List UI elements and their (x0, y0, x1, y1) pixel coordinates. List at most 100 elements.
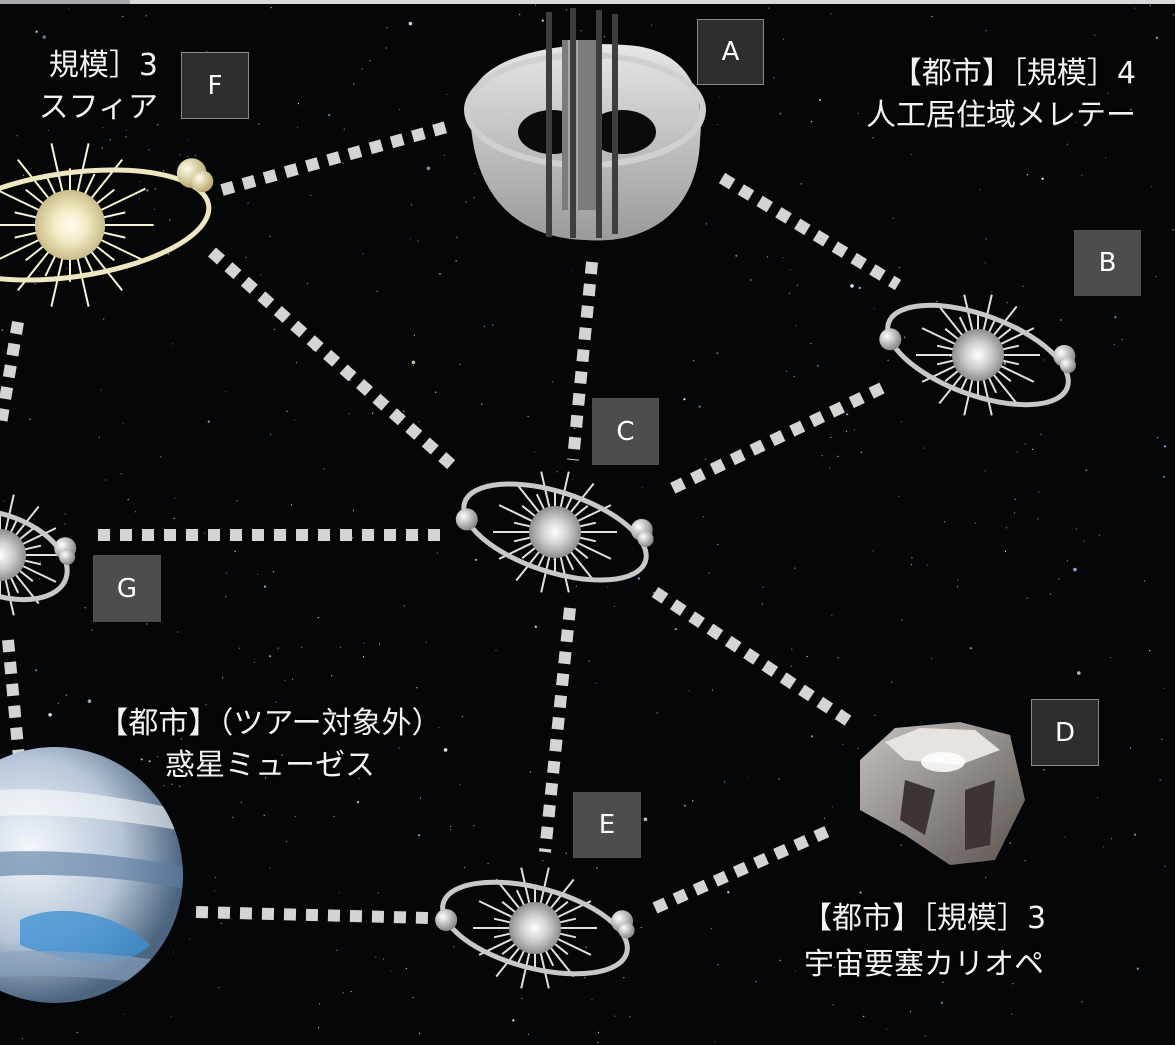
star (418, 421, 420, 423)
star (541, 19, 544, 22)
star (857, 112, 860, 114)
star (942, 981, 944, 984)
star (245, 256, 247, 258)
node-tag-c[interactable]: C (592, 398, 659, 465)
star (361, 68, 363, 70)
star (533, 451, 536, 453)
star (352, 510, 354, 512)
star (892, 217, 895, 219)
star (637, 577, 640, 580)
star-system-g[interactable] (0, 493, 79, 616)
star (222, 677, 224, 679)
star (464, 867, 466, 869)
label-station-f-line2: スフィア (38, 89, 158, 125)
star (96, 60, 99, 63)
star (438, 272, 442, 275)
star (156, 755, 159, 758)
star (779, 112, 782, 115)
star (48, 713, 52, 717)
star (796, 284, 799, 286)
star (874, 714, 876, 717)
star (453, 946, 455, 948)
star (487, 862, 489, 865)
star (218, 987, 220, 989)
star (273, 772, 275, 774)
star (886, 1028, 888, 1030)
star (958, 115, 961, 117)
star (651, 24, 653, 26)
label-station-a-line1: 【都市】［規模］4 (891, 56, 1136, 91)
star (64, 523, 66, 525)
star (873, 308, 876, 310)
star (66, 267, 68, 269)
star (830, 436, 832, 439)
star (205, 703, 207, 706)
star (242, 757, 244, 760)
star (333, 815, 335, 818)
label-station-f: 規模］3 スフィア (0, 47, 158, 126)
star (818, 98, 822, 102)
star (382, 958, 384, 960)
star (606, 586, 608, 588)
star (1066, 143, 1068, 145)
star (643, 817, 648, 822)
star (641, 486, 643, 488)
node-tag-f[interactable]: F (181, 52, 249, 119)
star (416, 687, 418, 689)
route-a-c (567, 261, 598, 461)
node-tag-b[interactable]: B (1074, 230, 1141, 296)
star (263, 814, 265, 816)
star (398, 747, 400, 749)
star (535, 4, 537, 6)
star (484, 325, 486, 328)
star (842, 743, 844, 746)
star (788, 292, 791, 295)
star (831, 614, 833, 616)
star (275, 701, 277, 703)
star (270, 433, 272, 435)
star (495, 649, 497, 652)
node-tag-g[interactable]: G (93, 555, 161, 622)
star (358, 777, 360, 780)
star (924, 1035, 926, 1037)
star-system-b[interactable] (875, 285, 1081, 425)
node-tag-e[interactable]: E (573, 792, 641, 858)
node-tag-a[interactable]: A (697, 19, 764, 85)
orbit-ring (885, 302, 1071, 408)
star (1073, 567, 1077, 572)
star (816, 364, 820, 367)
star (705, 223, 708, 225)
star (786, 370, 788, 372)
star (956, 586, 959, 588)
star-system-f[interactable] (0, 143, 216, 307)
star (160, 456, 162, 458)
star (1016, 451, 1018, 453)
star (306, 282, 308, 285)
star (105, 49, 107, 51)
star (103, 318, 105, 320)
star (837, 657, 839, 659)
star (603, 36, 606, 38)
star (1003, 362, 1006, 365)
star (47, 129, 50, 131)
star (297, 103, 300, 105)
star (1159, 778, 1162, 781)
star (717, 964, 719, 966)
star (290, 504, 292, 506)
star-system-c[interactable] (452, 465, 657, 600)
star (1026, 174, 1028, 176)
star (910, 1011, 912, 1013)
star (782, 257, 784, 259)
star (214, 876, 216, 879)
node-tag-d[interactable]: D (1031, 699, 1099, 766)
star (1113, 343, 1115, 345)
star (34, 283, 36, 285)
star (656, 712, 658, 714)
star (580, 30, 582, 32)
star-system-e[interactable] (433, 865, 637, 991)
star (832, 806, 834, 808)
star (527, 415, 529, 417)
route-g-planet (2, 639, 28, 791)
star (1096, 796, 1099, 799)
star (1005, 527, 1008, 529)
